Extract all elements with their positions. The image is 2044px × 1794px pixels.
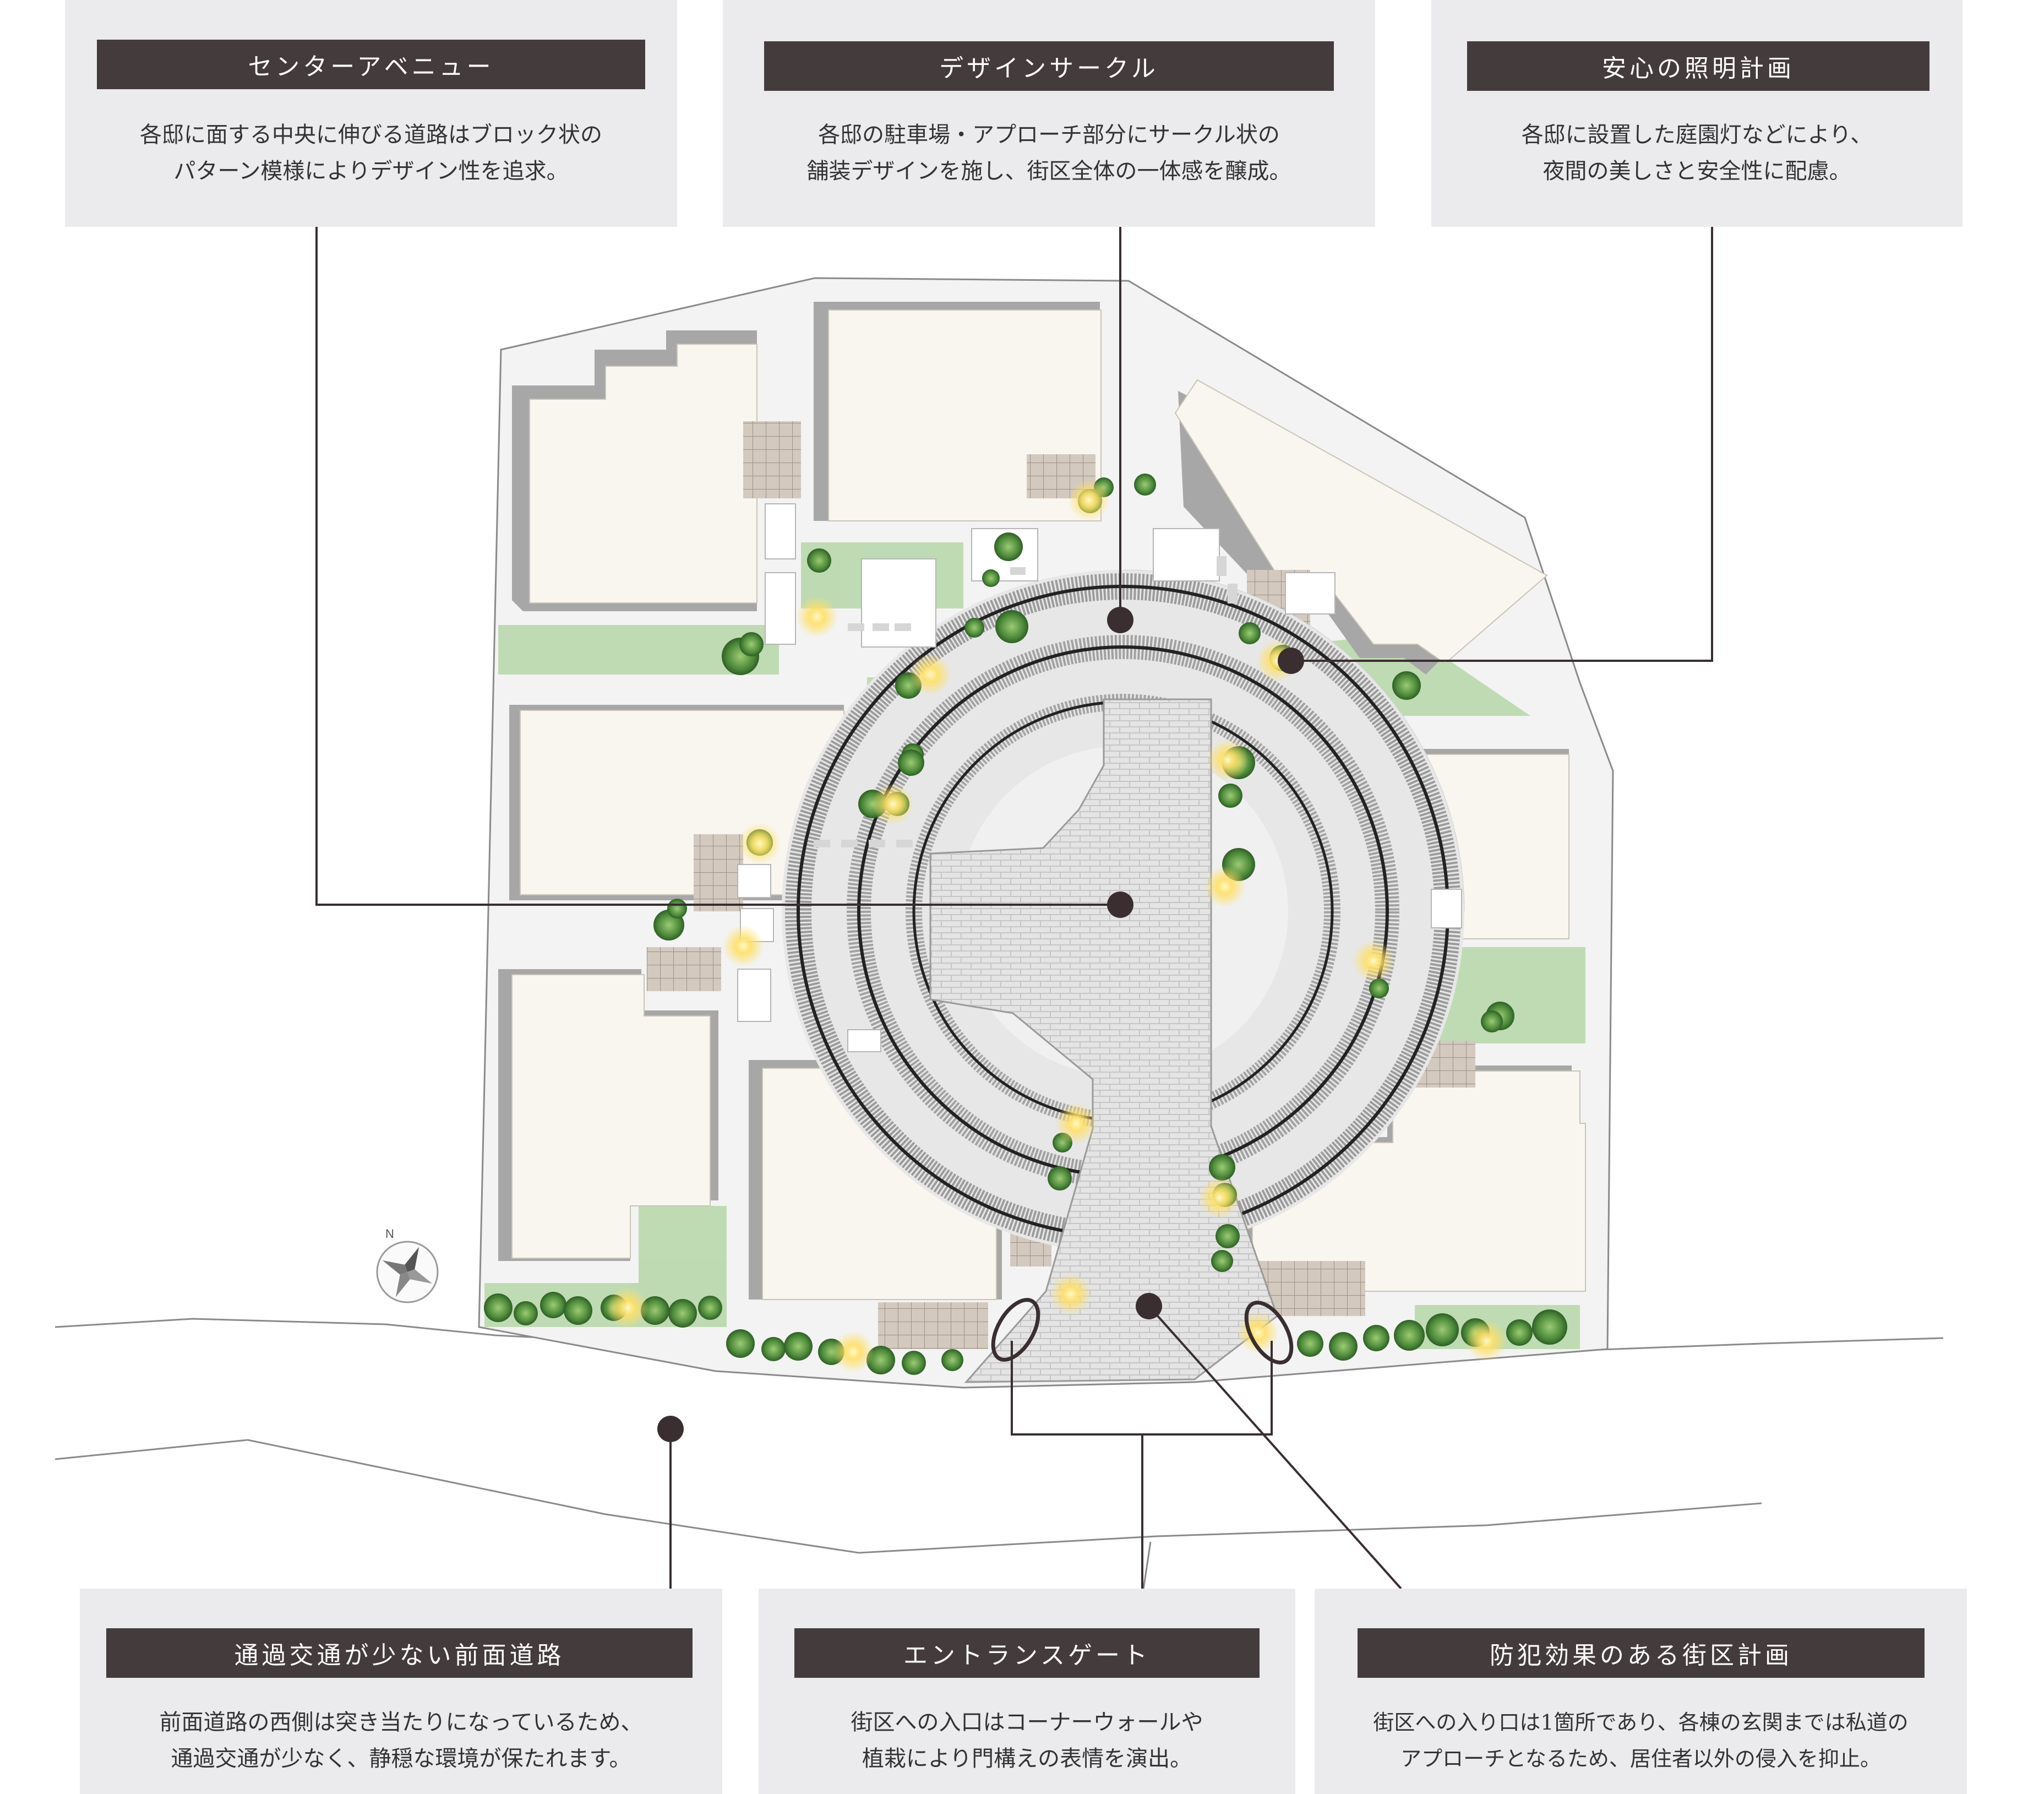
panel-desc-line2: 通過交通が少なく、静穏な環境が保たれます。 <box>171 1746 631 1771</box>
parking-markers <box>814 556 1238 847</box>
dot-lighting-plan <box>1278 648 1304 674</box>
leader-lines <box>315 227 1713 1590</box>
compass-icon: N <box>376 1227 439 1303</box>
dot-design-circle <box>1107 607 1133 633</box>
panel-title-center-avenue: センターアベニュー <box>97 40 645 89</box>
leader-crime-prevention <box>1148 1305 1402 1590</box>
panel-desc-line1: 街区への入口はコーナーウォールや <box>851 1710 1203 1735</box>
dot-front-road <box>657 1416 684 1442</box>
dot-center-avenue <box>1107 891 1133 918</box>
panel-desc-line2: パターン模様によりデザイン性を追求。 <box>173 159 569 184</box>
entrance-gate-marks <box>991 1298 1294 1364</box>
trees <box>484 474 1567 1375</box>
buildings <box>498 302 1586 1300</box>
panel-title-entrance-gate: エントランスゲート <box>794 1628 1260 1678</box>
panel-desc-line1: 各邸に面する中央に伸びる道路はブロック状の <box>140 122 602 148</box>
panel-title-lighting-plan: 安心の照明計画 <box>1467 41 1929 91</box>
panel-desc-line1: 各邸の駐車場・アプローチ部分にサークル状の <box>818 122 1280 148</box>
panel-center-avenue: センターアベニュー 各邸に面する中央に伸びる道路はブロック状の パターン模様によ… <box>65 0 677 227</box>
leader-center-avenue <box>315 227 1120 906</box>
compass-label: N <box>385 1227 394 1241</box>
panel-desc-line2: アプローチとなるため、居住者以外の侵入を抑止。 <box>1400 1747 1881 1771</box>
leader-dots <box>657 607 1304 1442</box>
dot-crime-prevention <box>1136 1293 1162 1319</box>
panel-desc-line2: 舗装デザインを施し、街区全体の一体感を醸成。 <box>806 159 1291 184</box>
panel-entrance-gate: エントランスゲート 街区への入口はコーナーウォールや 植栽により門構えの表情を演… <box>759 1589 1295 1794</box>
panel-lighting-plan: 安心の照明計画 各邸に設置した庭園灯などにより、 夜間の美しさと安全性に配慮。 <box>1431 0 1963 227</box>
panel-desc-line1: 街区への入り口は1箇所であり、各棟の玄関までは私道の <box>1373 1710 1909 1735</box>
panel-desc-line2: 植栽により門構えの表情を演出。 <box>862 1746 1192 1771</box>
leader-lighting-plan <box>1291 227 1713 662</box>
panel-front-road: 通過交通が少ない前面道路 前面道路の西側は突き当たりになっているため、 通過交通… <box>80 1589 722 1794</box>
panel-title-crime-prevention: 防犯効果のある街区計画 <box>1358 1628 1925 1678</box>
tile-paving <box>647 421 1475 1349</box>
panel-crime-prevention: 防犯効果のある街区計画 街区への入り口は1箇所であり、各棟の玄関までは私道の ア… <box>1315 1589 1967 1794</box>
panel-desc-line2: 夜間の美しさと安全性に配慮。 <box>1542 159 1851 184</box>
panel-desc-line1: 前面道路の西側は突き当たりになっているため、 <box>159 1710 643 1735</box>
panel-title-front-road: 通過交通が少ない前面道路 <box>106 1628 693 1678</box>
panel-title-design-circle: デザインサークル <box>764 41 1334 91</box>
center-avenue <box>929 698 1278 1383</box>
panel-desc-line1: 各邸に設置した庭園灯などにより、 <box>1521 122 1873 148</box>
panel-design-circle: デザインサークル 各邸の駐車場・アプローチ部分にサークル状の 舗装デザインを施し… <box>723 0 1375 227</box>
